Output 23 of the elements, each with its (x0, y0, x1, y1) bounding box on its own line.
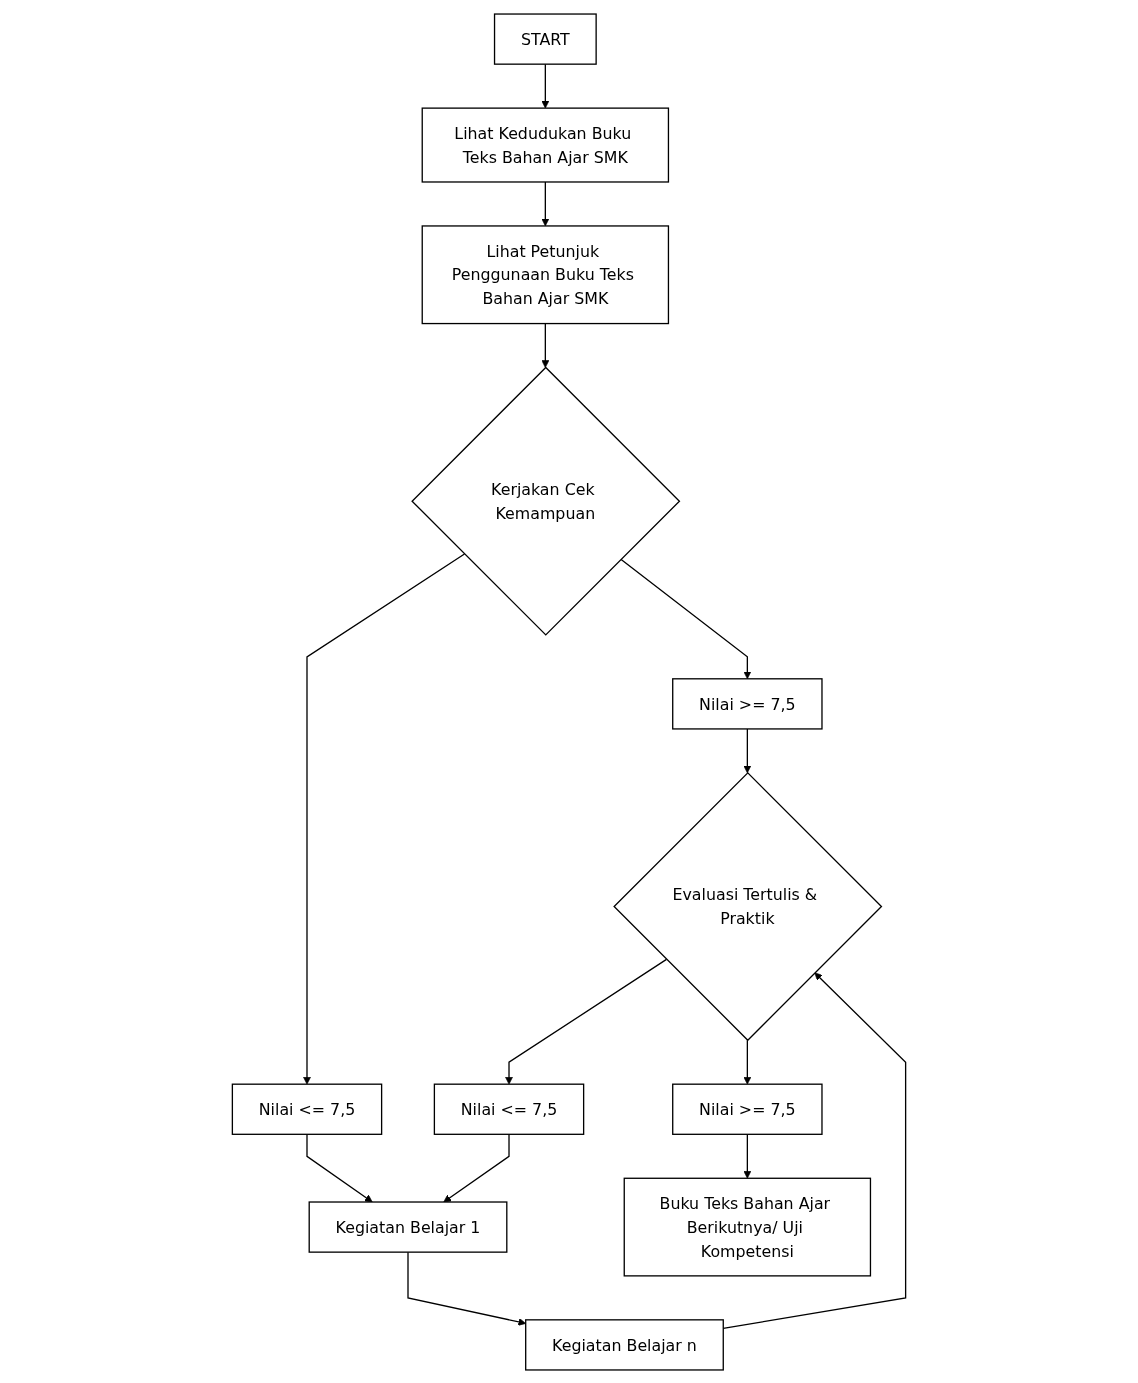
arrow (541, 322, 550, 368)
arrow (541, 180, 550, 226)
arrow (303, 552, 466, 1085)
node-diamond: Evaluasi Tertulis & Praktik (613, 771, 883, 1041)
node-box: Buku Teks Bahan Ajar Berikutnya/ Uji Kompetensi (623, 1177, 872, 1277)
node-box: Nilai >= 7,5 (672, 1083, 823, 1135)
arrow (443, 1133, 510, 1202)
node-box: Lihat Kedudukan Buku Teks Bahan Ajar SMK (421, 106, 670, 183)
arrow (541, 63, 550, 108)
node-box: Kegiatan Belajar n (525, 1318, 724, 1371)
arrow (743, 1133, 752, 1179)
node-diamond: Kerjakan Cek Kemampuan (411, 366, 681, 636)
node-box: Kegiatan Belajar 1 (308, 1200, 508, 1253)
arrow (620, 558, 752, 679)
arrow (306, 1133, 373, 1202)
arrow (743, 1039, 752, 1085)
arrow (505, 958, 668, 1085)
node-box: START (493, 12, 597, 65)
node-box: Nilai <= 7,5 (433, 1083, 585, 1135)
node-box: Nilai <= 7,5 (231, 1083, 383, 1135)
node-box: Nilai >= 7,5 (672, 677, 823, 730)
node-box: Lihat Petunjuk Penggunaan Buku Teks Bahan Ajar SMK (421, 224, 670, 324)
arrow (743, 727, 752, 773)
